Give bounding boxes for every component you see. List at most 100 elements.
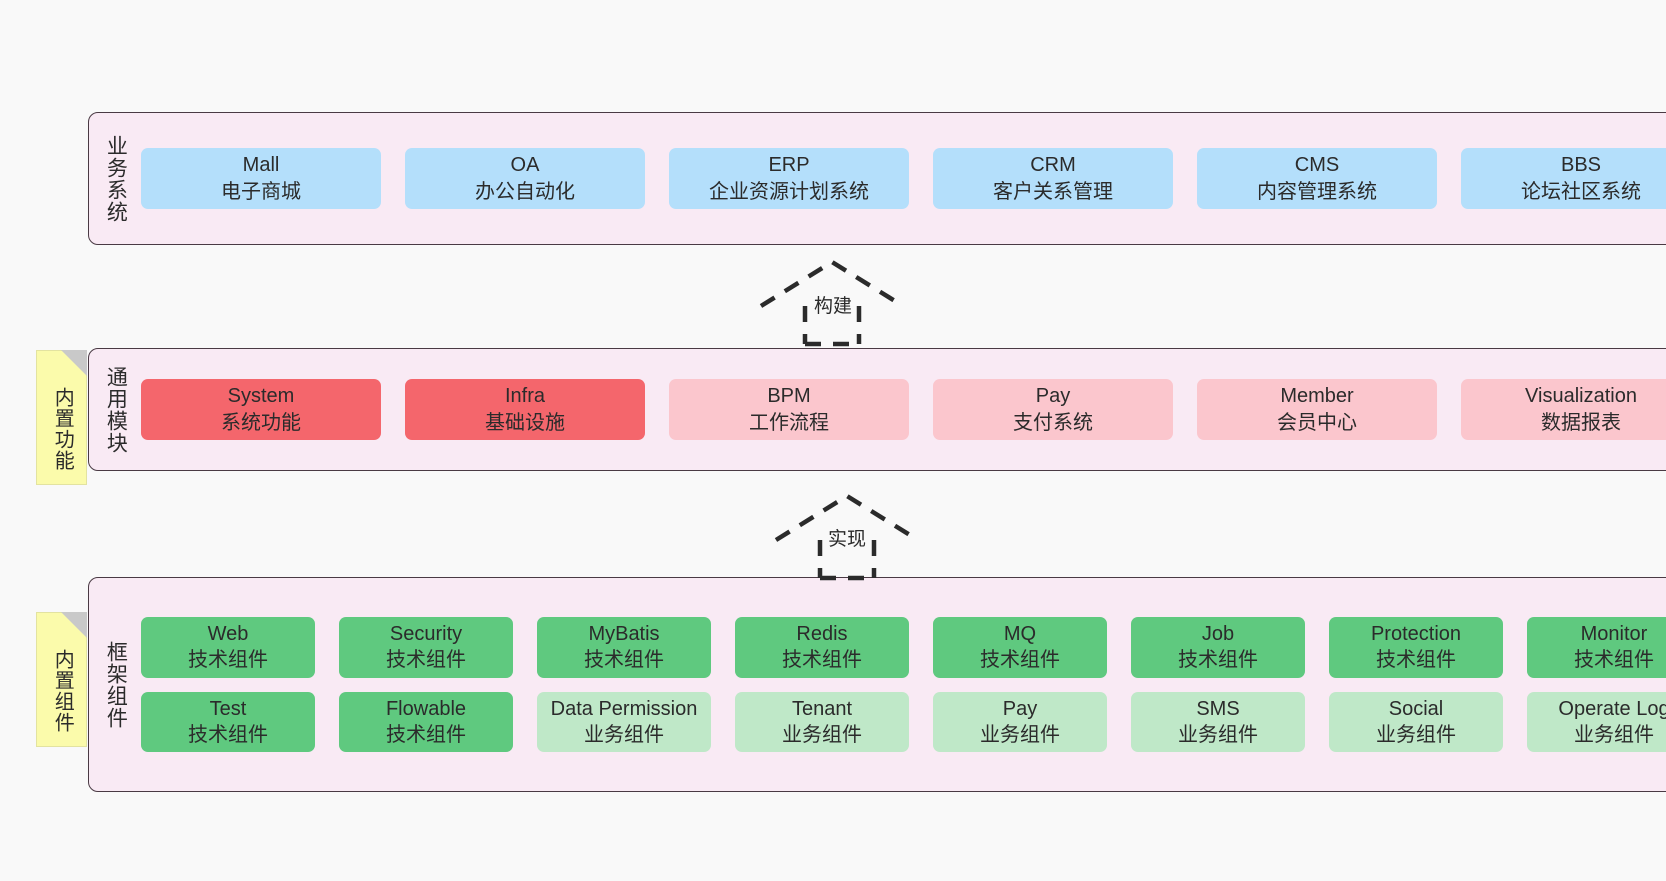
node-test[interactable]: Test 技术组件	[141, 691, 315, 753]
node-subtitle: 业务组件	[1178, 723, 1258, 746]
node-title: BBS	[1560, 154, 1602, 177]
connector-build-label: 构建	[814, 296, 853, 317]
node-subtitle: 办公自动化	[475, 180, 575, 203]
layer-title-common-module: 通用模块	[104, 365, 128, 454]
node-subtitle: 数据报表	[1541, 411, 1621, 434]
arrow-head-path	[759, 259, 905, 308]
node-redis[interactable]: Redis 技术组件	[735, 616, 909, 678]
node-title: System	[227, 385, 295, 408]
node-subtitle: 技术组件	[1574, 649, 1654, 672]
note-builtin-component[interactable]: 内置组件	[36, 612, 87, 747]
layer-title-framework-component: 框架组件	[104, 640, 128, 729]
node-social[interactable]: Social 业务组件	[1329, 691, 1503, 753]
node-title: Redis	[796, 622, 848, 645]
node-row: Test 技术组件 Flowable 技术组件 Data Permission …	[141, 691, 1666, 753]
node-visualization[interactable]: Visualization 数据报表	[1461, 379, 1666, 440]
node-subtitle: 技术组件	[386, 649, 466, 672]
node-subtitle: 企业资源计划系统	[709, 180, 869, 203]
node-row: System 系统功能 Infra 基础设施 BPM 工作流程 Pay 支付系统…	[141, 379, 1666, 440]
node-subtitle: 电子商城	[221, 180, 301, 203]
layer-business-system[interactable]: 业务系统 Mall 电子商城 OA 办公自动化 ERP 企业资源计划系统 CRM…	[88, 112, 1666, 245]
node-subtitle: 业务组件	[584, 723, 664, 746]
node-flowable[interactable]: Flowable 技术组件	[339, 691, 513, 753]
node-title: Social	[1388, 697, 1444, 720]
node-mybatis[interactable]: MyBatis 技术组件	[537, 616, 711, 678]
arrow-head-path	[774, 493, 920, 542]
node-subtitle: 支付系统	[1013, 411, 1093, 434]
node-subtitle: 技术组件	[188, 649, 268, 672]
connector-realize-label: 实现	[828, 529, 867, 550]
node-subtitle: 技术组件	[386, 723, 466, 746]
node-subtitle: 技术组件	[1376, 649, 1456, 672]
node-subtitle: 论坛社区系统	[1521, 180, 1641, 203]
node-security[interactable]: Security 技术组件	[339, 616, 513, 678]
layer-body-framework-component: Web 技术组件 Security 技术组件 MyBatis 技术组件 Redi…	[141, 578, 1666, 791]
node-mall[interactable]: Mall 电子商城	[141, 148, 381, 209]
node-oa[interactable]: OA 办公自动化	[405, 148, 645, 209]
layer-framework-component[interactable]: 框架组件 Web 技术组件 Security 技术组件 MyBatis 技术组件…	[88, 577, 1666, 792]
node-web[interactable]: Web 技术组件	[141, 616, 315, 678]
node-subtitle: 业务组件	[980, 723, 1060, 746]
connector-build-arrow	[757, 258, 907, 348]
node-pay-business[interactable]: Pay 业务组件	[933, 691, 1107, 753]
node-title: Data Permission	[550, 697, 698, 720]
note-text: 内置组件	[51, 648, 74, 733]
node-title: Flowable	[385, 697, 467, 720]
node-subtitle: 业务组件	[1376, 723, 1456, 746]
node-erp[interactable]: ERP 企业资源计划系统	[669, 148, 909, 209]
node-bpm[interactable]: BPM 工作流程	[669, 379, 909, 440]
node-infra[interactable]: Infra 基础设施	[405, 379, 645, 440]
node-subtitle: 基础设施	[485, 411, 565, 434]
node-subtitle: 系统功能	[221, 411, 301, 434]
node-row: Web 技术组件 Security 技术组件 MyBatis 技术组件 Redi…	[141, 616, 1666, 678]
node-title: OA	[510, 154, 540, 177]
node-title: Mall	[242, 154, 280, 177]
node-title: Monitor	[1580, 622, 1648, 645]
node-bbs[interactable]: BBS 论坛社区系统	[1461, 148, 1666, 209]
node-operate-log[interactable]: Operate Log 业务组件	[1527, 691, 1666, 753]
node-system[interactable]: System 系统功能	[141, 379, 381, 440]
node-subtitle: 技术组件	[782, 649, 862, 672]
node-title: Member	[1280, 385, 1354, 408]
node-subtitle: 技术组件	[188, 723, 268, 746]
node-title: MQ	[1003, 622, 1037, 645]
node-title: CRM	[1030, 154, 1076, 177]
node-mq[interactable]: MQ 技术组件	[933, 616, 1107, 678]
node-title: Test	[209, 697, 247, 720]
node-title: Visualization	[1525, 385, 1637, 408]
node-subtitle: 客户关系管理	[993, 180, 1113, 203]
node-crm[interactable]: CRM 客户关系管理	[933, 148, 1173, 209]
node-subtitle: 技术组件	[980, 649, 1060, 672]
arrow-shaft-path	[802, 306, 862, 347]
layer-body-business-system: Mall 电子商城 OA 办公自动化 ERP 企业资源计划系统 CRM 客户关系…	[141, 113, 1666, 244]
layer-title-business-system: 业务系统	[104, 134, 128, 223]
node-title: Job	[1201, 622, 1235, 645]
node-title: Pay	[1035, 385, 1071, 408]
connector-realize-arrow	[772, 492, 922, 582]
node-title: MyBatis	[588, 622, 660, 645]
node-row: Mall 电子商城 OA 办公自动化 ERP 企业资源计划系统 CRM 客户关系…	[141, 148, 1666, 209]
node-title: Protection	[1370, 622, 1462, 645]
layer-common-module[interactable]: 通用模块 System 系统功能 Infra 基础设施 BPM 工作流程 Pay…	[88, 348, 1666, 471]
node-title: CMS	[1294, 154, 1340, 177]
note-builtin-function[interactable]: 内置功能	[36, 350, 87, 485]
node-title: Pay	[1002, 697, 1038, 720]
node-monitor[interactable]: Monitor 技术组件	[1527, 616, 1666, 678]
node-protection[interactable]: Protection 技术组件	[1329, 616, 1503, 678]
node-sms[interactable]: SMS 业务组件	[1131, 691, 1305, 753]
node-subtitle: 业务组件	[1574, 723, 1654, 746]
node-title: Security	[389, 622, 463, 645]
arrow-shaft-path	[817, 540, 877, 581]
node-title: Tenant	[791, 697, 853, 720]
node-pay[interactable]: Pay 支付系统	[933, 379, 1173, 440]
node-title: BPM	[767, 385, 811, 408]
node-data-permission[interactable]: Data Permission 业务组件	[537, 691, 711, 753]
node-title: Web	[207, 622, 249, 645]
node-job[interactable]: Job 技术组件	[1131, 616, 1305, 678]
node-title: Infra	[504, 385, 546, 408]
node-cms[interactable]: CMS 内容管理系统	[1197, 148, 1437, 209]
node-title: Operate Log	[1558, 697, 1666, 720]
node-tenant[interactable]: Tenant 业务组件	[735, 691, 909, 753]
node-member[interactable]: Member 会员中心	[1197, 379, 1437, 440]
node-subtitle: 业务组件	[782, 723, 862, 746]
